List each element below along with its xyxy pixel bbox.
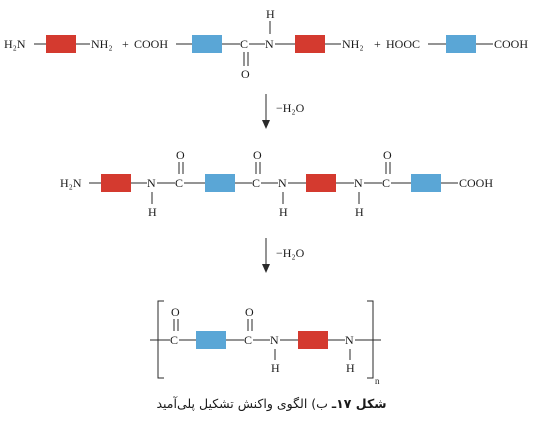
reactant3-left-group: HOOC: [386, 37, 420, 51]
chain-nitrogen-1: N: [147, 176, 156, 190]
chain-hydrogen-2: H: [279, 205, 288, 219]
amide-hydrogen: H: [266, 7, 275, 21]
amide-nitrogen: N: [265, 37, 274, 51]
row-intermediate-chain: H₂N N H C O C O N H N H C O: [60, 148, 493, 219]
chain-oxygen-2: O: [253, 148, 262, 162]
chain-oxygen-1: O: [176, 148, 185, 162]
polymer-oxygen-1: O: [171, 305, 180, 319]
chain-left-group: H₂N: [60, 176, 82, 190]
diacid-block: [192, 35, 222, 53]
reactant2-left-group: COOH: [134, 37, 168, 51]
chain-oxygen-3: O: [383, 148, 392, 162]
polymer-hydrogen-1: H: [271, 361, 280, 375]
figure-caption: شکل ۱۷ـ ب) الگوی واکنش تشکیل پلی‌آمید: [0, 396, 543, 411]
amide-carbon: C: [240, 37, 248, 51]
reactant2-right-group: NH₂: [342, 37, 364, 51]
polymer-oxygen-2: O: [245, 305, 254, 319]
step2-condition-label: −H₂O: [276, 246, 305, 260]
figure-caption-text: ب) الگوی واکنش تشکیل پلی‌آمید: [156, 396, 332, 411]
polymer-nitrogen-2: N: [345, 333, 354, 347]
chain-carbon-3: C: [382, 176, 390, 190]
chain-nitrogen-2: N: [278, 176, 287, 190]
step1-condition-label: −H₂O: [276, 101, 305, 115]
plus-sign-2: +: [374, 37, 381, 51]
reactant3-right-group: COOH: [494, 37, 528, 51]
polymer-nitrogen-1: N: [270, 333, 279, 347]
polymer-carbon-1: C: [170, 333, 178, 347]
reaction-arrow-2: −H₂O: [262, 238, 305, 273]
chain-right-group: COOH: [459, 176, 493, 190]
plus-sign-1: +: [122, 37, 129, 51]
amide-oxygen: O: [241, 67, 250, 81]
diamine-block: [295, 35, 325, 53]
repeat-subscript: n: [375, 376, 380, 386]
chain-carbon-1: C: [175, 176, 183, 190]
chain-hydrogen-3: H: [355, 205, 364, 219]
polymer-hydrogen-2: H: [346, 361, 355, 375]
figure-number: شکل ۱۷ـ: [331, 396, 387, 411]
diamine-block: [306, 174, 336, 192]
row-polymer-repeat-unit: n C O C O N H N H: [150, 300, 381, 386]
chain-nitrogen-3: N: [354, 176, 363, 190]
diacid-block: [205, 174, 235, 192]
chain-hydrogen-1: H: [148, 205, 157, 219]
reactant1-right-group: NH₂: [91, 37, 113, 51]
diamine-block: [46, 35, 76, 53]
row-reactants: H₂N NH₂ + COOH C O N H NH₂ + HOOC COOH: [4, 7, 528, 81]
diacid-block: [411, 174, 441, 192]
polymer-carbon-2: C: [244, 333, 252, 347]
chain-carbon-2: C: [252, 176, 260, 190]
diamine-block: [298, 331, 328, 349]
diacid-block: [196, 331, 226, 349]
reactant1-left-group: H₂N: [4, 37, 26, 51]
reaction-scheme-svg: H₂N NH₂ + COOH C O N H NH₂ + HOOC COOH −…: [4, 7, 528, 386]
diacid-block: [446, 35, 476, 53]
reaction-arrow-1: −H₂O: [262, 94, 305, 129]
diamine-block: [101, 174, 131, 192]
